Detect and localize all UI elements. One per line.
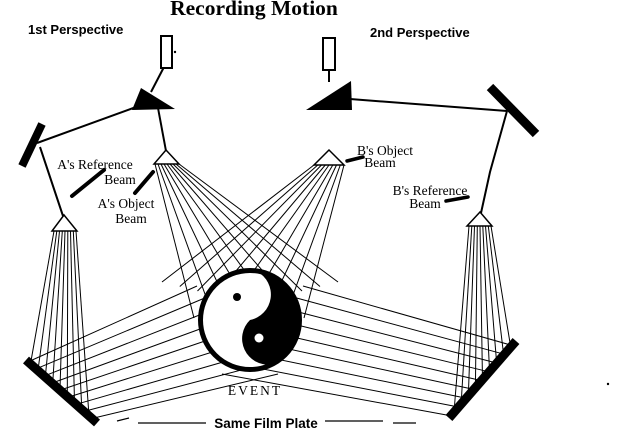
beam-ray [72,230,83,410]
beam-ray [175,163,321,287]
beam-path-lines [36,66,508,217]
beam-ray [467,225,475,397]
beam-splitter-b [306,81,352,110]
a-reference-beam-label-line2: Beam [104,172,136,187]
b-object-beam-label-line2: Beam [364,155,396,170]
mirror-b-to-lens-line [480,110,508,214]
b-object-pointer [345,155,365,163]
stray-dot-bottom-right [606,382,610,386]
event-scatter-fan-right [221,285,515,417]
beam-ray [490,225,512,350]
beam-ray [161,164,315,283]
beam-ray [59,230,66,389]
film-plate-leader-lines [116,417,416,424]
beam-ray [75,230,90,417]
beam-ray [292,296,507,356]
beam-ray [85,362,269,412]
splitter-b-to-mirror-line [349,98,508,112]
beam-ray [37,230,58,368]
beam-ray [282,307,499,364]
beam-ray [154,163,195,319]
film-plate-left [23,356,100,427]
beam-ray [460,225,473,405]
beam-ray [66,230,69,396]
b-reference-pointer [444,195,470,203]
beam-ray [272,318,491,373]
yin-yang-light-dot [254,333,264,343]
beam-ray [221,373,453,417]
laser-source-a [160,35,173,69]
beam-ray [485,225,498,365]
beam-ray [37,296,208,369]
beam-ray [262,329,484,382]
object-lens-b [312,148,346,166]
a-object-beam-label-line2: Beam [115,211,147,226]
laser-source-b [322,37,336,71]
beam-ray [70,230,75,403]
leader-dash [116,417,130,422]
beam-ray [45,307,218,376]
beam-ray [30,230,55,362]
mirror-a [18,122,46,168]
beam-ray [45,230,60,375]
beam-ray [157,163,213,314]
reference-lens-a [50,213,79,232]
object-lens-a [152,148,181,165]
diagram-title: Recording Motion [170,0,338,20]
a-reference-pointer [70,168,106,198]
beam-ray [53,318,228,383]
stray-dot-top-left [173,50,177,54]
reference-fan-b [453,225,512,413]
beam-ray [232,362,460,408]
beam-ray [197,164,322,292]
beam-ray [302,285,515,347]
splitter-a-to-mirror-line [36,106,137,144]
beam-ray [487,225,505,357]
a-object-pointer [133,170,155,195]
beam-ray [285,164,341,314]
beam-ray [179,164,319,287]
yin-yang-dark-dot [233,293,241,301]
second-perspective-heading: 2nd Perspective [370,25,470,40]
beam-ray [303,164,345,319]
laser-a-beam-line [150,66,165,93]
splitter-a-to-lens-line [157,107,167,152]
beam-ray [172,163,303,292]
beam-ray [474,225,478,389]
yin-yang-event-icon [198,268,302,372]
beam-ray [453,225,470,413]
a-object-beam-label-line1: A's Object [98,196,155,211]
b-reference-beam-label-line2: Beam [409,196,441,211]
first-perspective-heading: 1st Perspective [28,22,123,37]
beam-ray [178,163,339,283]
beam-ray [482,225,491,373]
b-reference-beam-label-line1: B's Reference [393,183,468,198]
beam-ray [93,373,279,419]
beam-splitter-a [132,88,175,110]
label-pointers [70,155,470,203]
event-label: EVENT [228,383,282,398]
reference-fan-a [30,230,90,417]
mirror-b [486,83,540,138]
reference-lens-b [465,210,494,227]
b-object-beam-label-line1: B's Object [357,143,413,158]
film-plate-right [445,338,520,421]
a-reference-beam-label-line1: A's Reference [57,157,133,172]
beam-ray [479,225,483,381]
object-fan-b [161,164,345,319]
beam-ray [29,285,198,362]
beam-ray [52,230,63,382]
mirror-a-to-lens-line [39,146,64,217]
film-plate-label: Same Film Plate [214,416,318,431]
